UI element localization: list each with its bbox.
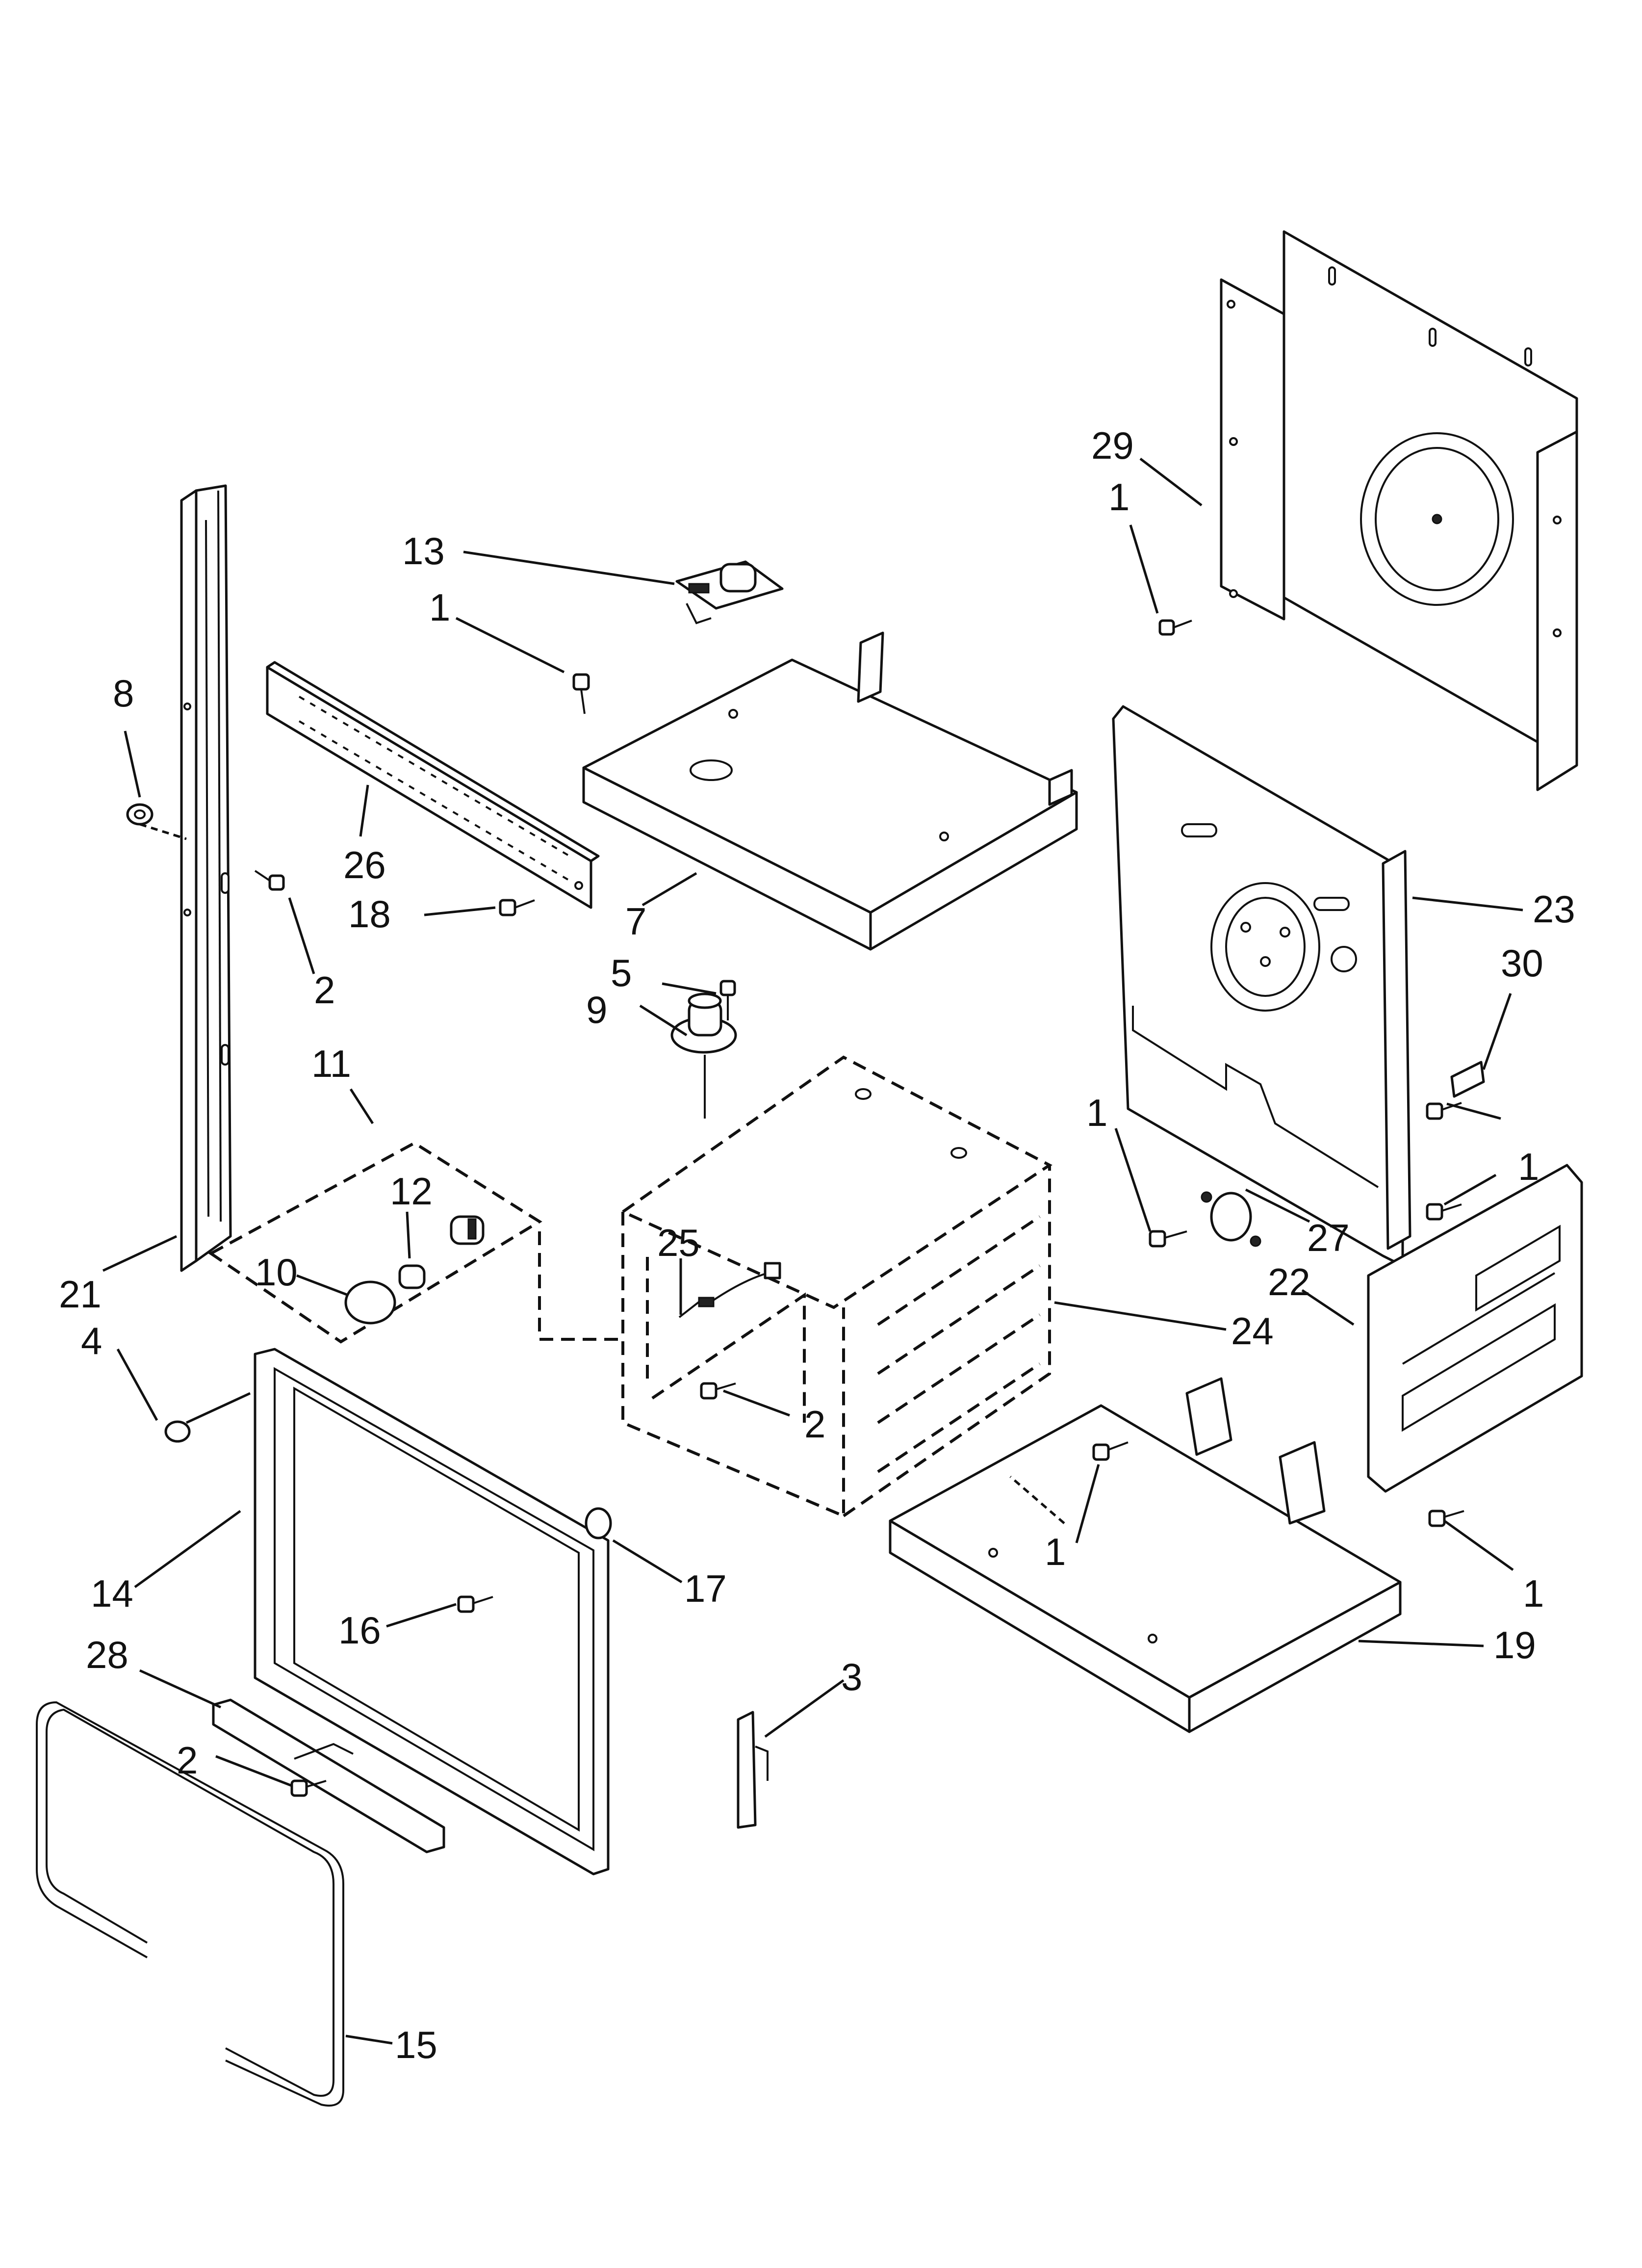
callout-5: 5: [611, 951, 632, 994]
part-9-fan-motor: [670, 992, 737, 1119]
callout-15: 15: [395, 2023, 437, 2066]
part-24-oven-cavity: [619, 1055, 1052, 1518]
callout-14: 14: [91, 1572, 133, 1615]
nut-8: [126, 803, 154, 826]
grille-slots: [298, 696, 575, 884]
callout-1: 1: [1086, 1091, 1107, 1134]
part-30-bracket: [1450, 1061, 1485, 1098]
callout-7: 7: [625, 900, 646, 943]
callout-2: 2: [177, 1739, 198, 1782]
callout-17: 17: [684, 1567, 727, 1610]
screw-27: [1149, 1230, 1187, 1248]
part-23-back-wall: [1112, 705, 1411, 1267]
callout-26: 26: [343, 843, 386, 886]
screw-2-left: [254, 870, 285, 891]
part-21-side-rail: [180, 484, 232, 1272]
callout-13: 13: [402, 529, 445, 573]
callout-16: 16: [338, 1609, 381, 1652]
callout-24: 24: [1231, 1309, 1274, 1353]
screw-4: [164, 1420, 191, 1443]
callout-2: 2: [804, 1403, 825, 1446]
callout-11: 11: [311, 1042, 351, 1085]
part-11-light-assembly: [208, 1141, 623, 1344]
callout-30: 30: [1501, 941, 1543, 985]
callout-9: 9: [586, 988, 607, 1031]
screw-5: [719, 980, 736, 1020]
callout-4: 4: [81, 1319, 102, 1362]
screw-1-top: [572, 673, 590, 714]
callout-8: 8: [113, 672, 134, 715]
callout-23: 23: [1533, 887, 1575, 931]
callout-labels: 29 1 13 1 8 26 18 7 2 5 9 23 30 11 12 1 …: [59, 424, 1575, 2066]
callout-21: 21: [59, 1273, 102, 1316]
cavity-side-slots: [877, 1215, 1041, 1473]
part-26-vent-grille: [266, 661, 600, 909]
callout-29: 29: [1091, 424, 1134, 467]
part-3-bracket: [737, 1711, 769, 1829]
part-29-rear-panel: [1220, 230, 1578, 791]
callout-2: 2: [314, 968, 335, 1012]
part-19-bottom-panel: [889, 1377, 1402, 1733]
callout-25: 25: [657, 1221, 700, 1264]
screw-1-bottom-center: [1092, 1441, 1129, 1461]
callout-10: 10: [255, 1251, 298, 1294]
screw-2-bottom: [290, 1779, 327, 1797]
screw-1-r2: [1426, 1203, 1462, 1221]
part-7-top-panel: [582, 631, 1078, 951]
screw-2-center: [700, 1382, 736, 1400]
screws: [126, 619, 1464, 1797]
part-13-module: [675, 560, 784, 625]
part-27-thermal-cutoff: [1201, 1191, 1261, 1247]
callout-19: 19: [1493, 1623, 1536, 1667]
screw-1-bottom-right: [1428, 1510, 1464, 1527]
callout-1: 1: [1523, 1572, 1544, 1615]
leader-lines: [102, 458, 1523, 2045]
part-28-door-bracket: [212, 1698, 445, 1853]
callout-12: 12: [390, 1170, 433, 1213]
screw-18: [499, 899, 535, 916]
callout-1: 1: [1045, 1530, 1066, 1573]
part-15-door-gasket: [36, 1701, 344, 2107]
callout-1: 1: [1518, 1145, 1539, 1188]
callout-18: 18: [348, 892, 391, 936]
callout-28: 28: [86, 1633, 128, 1676]
callout-1: 1: [1108, 475, 1129, 519]
part-22-side-panel: [1367, 1164, 1583, 1493]
screw-16: [457, 1595, 493, 1613]
callout-27: 27: [1307, 1216, 1350, 1259]
screw-29: [1158, 619, 1192, 636]
callout-22: 22: [1268, 1260, 1310, 1303]
part-25-sensor: [678, 1262, 781, 1318]
callout-1: 1: [429, 586, 450, 629]
callout-3: 3: [841, 1655, 862, 1698]
